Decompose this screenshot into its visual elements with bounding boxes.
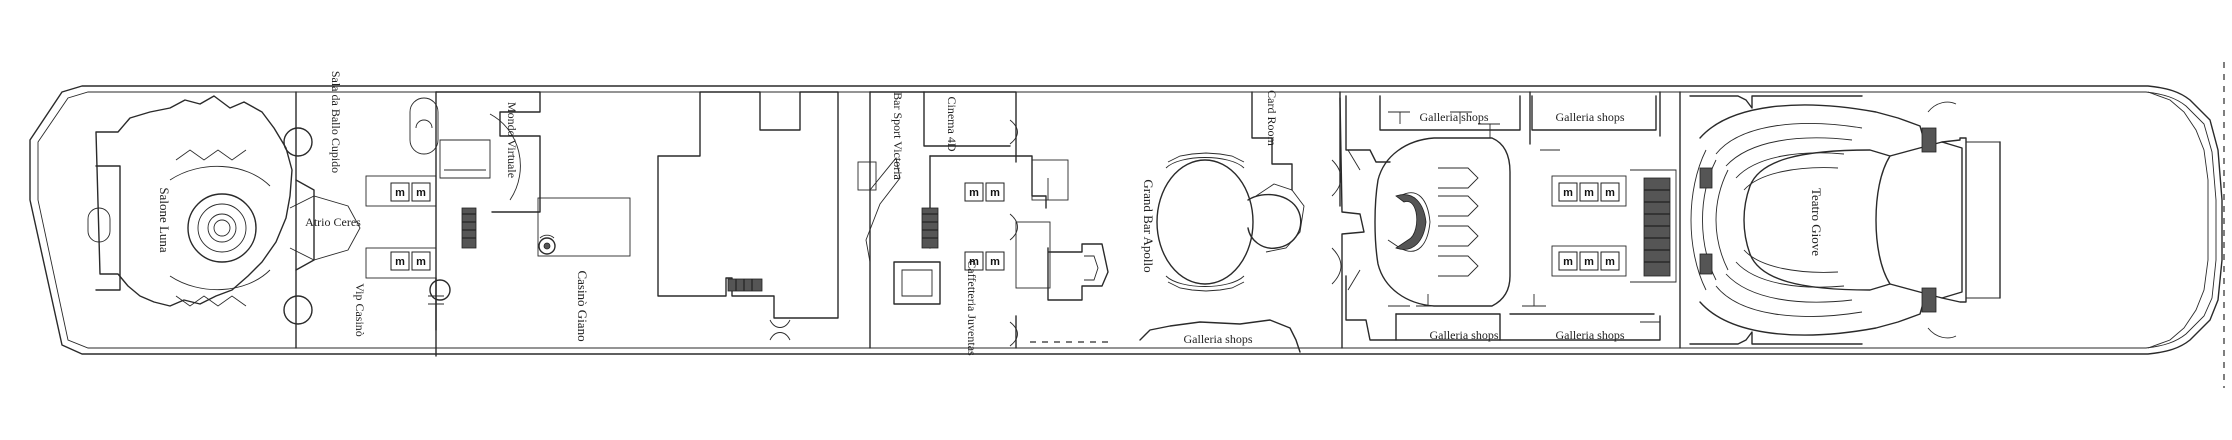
elevator-icon: m	[1579, 182, 1599, 202]
elevator-icon: m	[964, 182, 984, 202]
svg-text:m: m	[416, 187, 426, 199]
elevator-icon: m	[1579, 251, 1599, 271]
hull-outline	[29, 62, 2225, 388]
door-icon	[1009, 119, 1018, 241]
elevator-icon: m	[390, 251, 410, 271]
svg-text:m: m	[990, 256, 1000, 268]
stairs-icon	[727, 278, 763, 292]
label-salone: Salone Luna	[157, 187, 172, 253]
label-atrio-ceres: Atrio Ceres	[305, 215, 361, 229]
stairs-icon	[1699, 127, 1937, 313]
label-galleria-shops-3: Galleria shops	[1184, 332, 1253, 346]
atrio-ceres-area: m m m m	[283, 91, 477, 349]
svg-text:m: m	[969, 256, 979, 268]
elevator-icon: m	[390, 182, 410, 202]
label-casino-giano: Casinò Giano	[575, 270, 590, 341]
elevator-icon: m	[1600, 251, 1620, 271]
svg-text:m: m	[969, 187, 979, 199]
svg-text:m: m	[1563, 187, 1573, 199]
galleria-area: m m m m m m	[1251, 91, 1677, 349]
casino-giano-area	[428, 91, 631, 357]
central-area	[657, 91, 839, 341]
label-teatro-giove: Teatro Giove	[1809, 188, 1824, 256]
label-cinema-4d: Cinema 4D	[945, 97, 959, 152]
label-vip-casino: Vip Casinò	[353, 283, 367, 337]
label-mondo-virtuale: Mondo Virtuale	[505, 102, 519, 178]
label-caffetteria-juventas: Caffetteria Juventas	[965, 260, 979, 356]
label-grand-bar-apollo: Grand Bar Apollo	[1141, 179, 1156, 272]
elevator-icon: m	[1558, 182, 1578, 202]
svg-text:m: m	[1563, 256, 1573, 268]
label-galleria-shops-2: Galleria shops	[1556, 110, 1625, 124]
label-galleria-shops-4: Galleria shops	[1430, 328, 1499, 342]
label-card-room: Card Room	[1265, 90, 1279, 146]
salone-luna-area	[87, 95, 293, 307]
door-icon	[428, 277, 444, 331]
elevator-icon: m	[1558, 251, 1578, 271]
elevator-icon: m	[411, 251, 431, 271]
teatro-giove-area	[1679, 91, 2001, 349]
door-icon	[769, 319, 791, 341]
elevator-icon: m	[411, 182, 431, 202]
svg-text:m: m	[416, 256, 426, 268]
room-labels: Salone Luna Sala da Ballo Cupido Atrio C…	[157, 71, 1824, 356]
label-galleria-shops-1: Galleria shops	[1420, 110, 1489, 124]
stairs-icon	[461, 207, 477, 249]
svg-text:m: m	[990, 187, 1000, 199]
stairs-icon	[921, 207, 939, 249]
cinema-area: m m m m	[857, 91, 1109, 349]
label-sala-da-ballo: Sala da Ballo Cupido	[329, 71, 343, 173]
svg-text:m: m	[1584, 256, 1594, 268]
elevator-icon: m	[964, 251, 984, 271]
elevator-icon: m	[985, 251, 1005, 271]
label-galleria-shops-5: Galleria shops	[1556, 328, 1625, 342]
svg-text:m: m	[395, 187, 405, 199]
elevator-icon: m	[1600, 182, 1620, 202]
label-bar-sport-victoria: Bar Sport Victoria	[891, 92, 905, 180]
stairs-icon	[1643, 177, 1671, 277]
svg-text:m: m	[1605, 187, 1615, 199]
svg-text:m: m	[1605, 256, 1615, 268]
svg-text:m: m	[395, 256, 405, 268]
stairs-icon	[1395, 194, 1427, 250]
svg-text:m: m	[1584, 187, 1594, 199]
elevator-icon: m	[985, 182, 1005, 202]
grand-bar-apollo-area	[1139, 152, 1305, 353]
